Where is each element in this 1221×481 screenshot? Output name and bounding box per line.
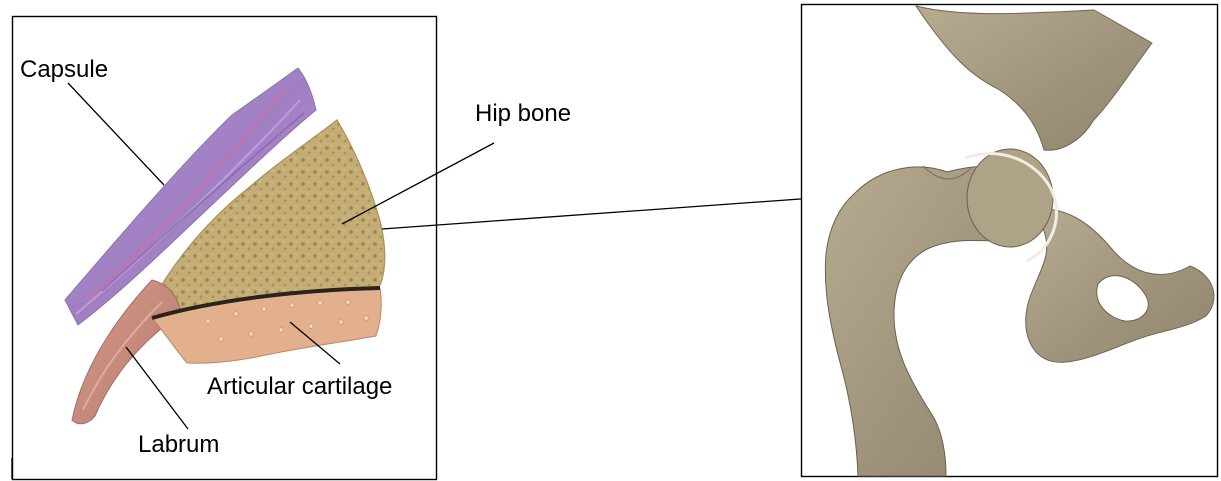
labrum-label: Labrum <box>138 433 219 457</box>
femoral-head <box>967 149 1053 247</box>
articular-cartilage-label: Articular cartilage <box>207 375 392 399</box>
capsule-label: Capsule <box>20 58 108 82</box>
hip-bone-label: Hip bone <box>475 102 571 126</box>
